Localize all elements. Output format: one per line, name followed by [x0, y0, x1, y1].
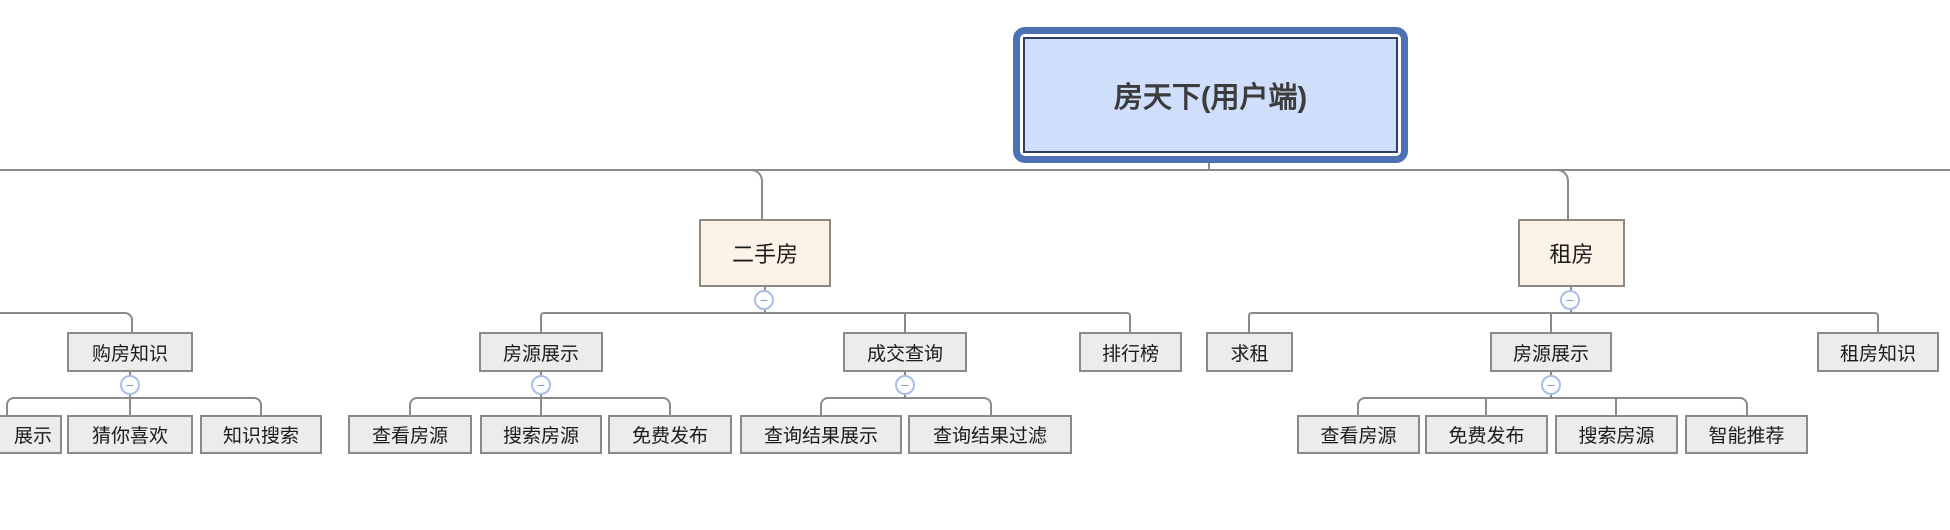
collapse-button-goufang-zhishi[interactable]: − — [120, 375, 140, 395]
node-chakan-fangyuan-zufang[interactable]: 查看房源 — [1297, 415, 1420, 454]
node-zhineng-tuijian[interactable]: 智能推荐 — [1685, 415, 1808, 454]
collapse-button-ershoufang[interactable]: − — [754, 290, 774, 310]
node-zhishi-sousuo[interactable]: 知识搜索 — [200, 415, 322, 454]
node-mianfei-fabu-zufang[interactable]: 免费发布 — [1425, 415, 1548, 454]
connector-drop — [1485, 398, 1487, 415]
collapse-button-fangyuan-zhanshi-ershou[interactable]: − — [531, 375, 551, 395]
node-fangyuan-zhanshi-ershou[interactable]: 房源展示 — [479, 332, 603, 372]
connector-rail — [409, 397, 671, 415]
node-chaxun-jieguo-guolv[interactable]: 查询结果过滤 — [908, 415, 1072, 454]
connector-rail-zufang — [1248, 312, 1879, 332]
node-qiuzu[interactable]: 求租 — [1206, 332, 1293, 372]
connector-rail-left-partial — [0, 312, 133, 332]
connector-drop — [1567, 183, 1569, 219]
node-chakan-fangyuan-ershou[interactable]: 查看房源 — [348, 415, 472, 454]
connector-top-rail — [0, 169, 1950, 171]
node-root[interactable]: 房天下(用户端) — [1013, 27, 1408, 163]
connector-rail — [1357, 397, 1748, 415]
connector-rail — [820, 397, 992, 415]
node-mianfei-fabu-ershou[interactable]: 免费发布 — [608, 415, 732, 454]
node-chaxun-jieguo-zhanshi[interactable]: 查询结果展示 — [740, 415, 902, 454]
node-fangyuan-zhanshi-zufang[interactable]: 房源展示 — [1490, 332, 1612, 372]
collapse-button-chengjiao-chaxun[interactable]: − — [895, 375, 915, 395]
node-sousuo-fangyuan-zufang[interactable]: 搜索房源 — [1555, 415, 1678, 454]
node-paihangbang[interactable]: 排行榜 — [1079, 332, 1182, 372]
node-root-label: 房天下(用户端) — [1023, 37, 1398, 153]
connector-rail — [6, 397, 262, 415]
connector-drop — [1615, 398, 1617, 415]
node-ershoufang[interactable]: 二手房 — [699, 219, 831, 287]
node-zhanshi-partial[interactable]: 展示 — [0, 415, 62, 454]
node-cainixihuan[interactable]: 猜你喜欢 — [67, 415, 193, 454]
node-zufang[interactable]: 租房 — [1518, 219, 1625, 287]
collapse-button-fangyuan-zhanshi-zufang[interactable]: − — [1541, 375, 1561, 395]
node-chengjiao-chaxun[interactable]: 成交查询 — [843, 332, 967, 372]
node-zufang-zhishi[interactable]: 租房知识 — [1817, 332, 1939, 372]
connector-drop — [761, 183, 763, 219]
collapse-button-zufang[interactable]: − — [1560, 290, 1580, 310]
connector-drop — [904, 313, 906, 332]
connector-curve — [751, 169, 763, 185]
connector-rail-ershoufang — [540, 312, 1131, 332]
node-sousuo-fangyuan-ershou[interactable]: 搜索房源 — [480, 415, 602, 454]
connector-drop — [1550, 313, 1552, 332]
node-goufang-zhishi[interactable]: 购房知识 — [67, 332, 193, 372]
connector-curve — [1557, 169, 1569, 185]
connector-root-drop — [1208, 163, 1210, 171]
